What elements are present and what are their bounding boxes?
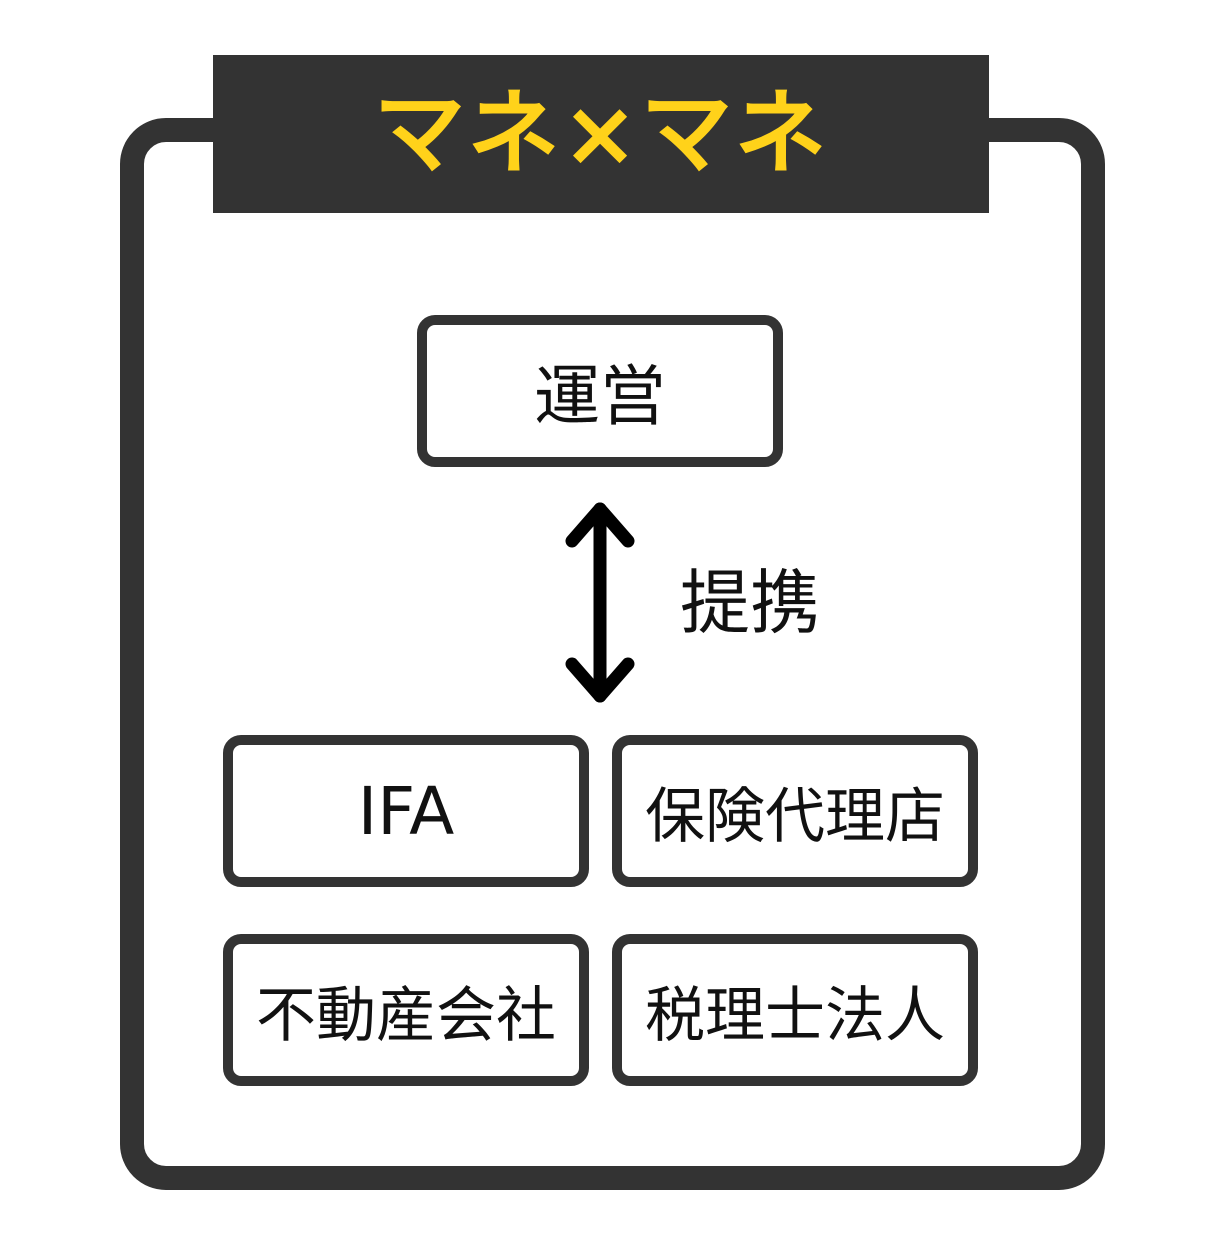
diagram-title: マネ×マネ bbox=[373, 80, 829, 187]
operator-node-label: 運営 bbox=[534, 358, 666, 435]
partner-node-tax-accountant-label: 税理士法人 bbox=[645, 980, 945, 1051]
partner-node-ifa: IFA bbox=[223, 735, 589, 887]
partner-node-insurance-agency: 保険代理店 bbox=[612, 735, 978, 887]
partner-node-tax-accountant: 税理士法人 bbox=[612, 934, 978, 1086]
partner-node-ifa-label: IFA bbox=[357, 772, 455, 850]
partner-node-insurance-agency-label: 保険代理店 bbox=[645, 781, 945, 852]
title-banner: マネ×マネ bbox=[213, 55, 989, 213]
operator-node: 運営 bbox=[417, 315, 783, 467]
double-headed-arrow-icon bbox=[565, 502, 635, 703]
partner-node-real-estate-label: 不動産会社 bbox=[256, 980, 556, 1051]
partner-node-real-estate: 不動産会社 bbox=[223, 934, 589, 1086]
partnership-label: 提携 bbox=[680, 562, 820, 644]
